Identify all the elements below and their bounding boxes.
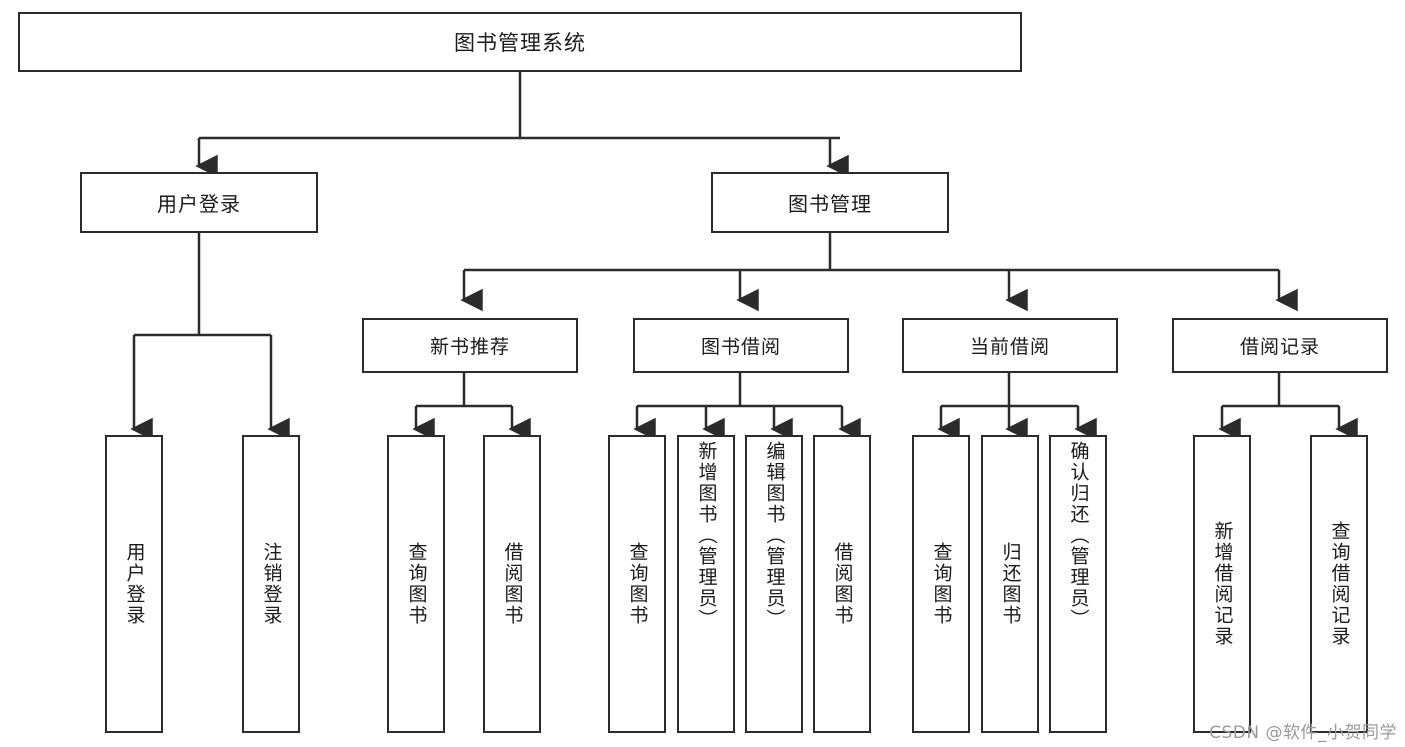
node-leaf-query-book-1-label: 查询图书 <box>405 542 428 626</box>
node-leaf-borrow-book-2-label: 借阅图书 <box>831 542 854 626</box>
leaf-text-wrap: 借阅图书 <box>831 437 854 731</box>
node-leaf-user-login[interactable]: 用户登录 <box>105 435 163 733</box>
node-leaf-query-book-3-label: 查询图书 <box>930 542 953 626</box>
csdn-watermark: CSDN @软件_小贺同学 <box>1209 723 1397 743</box>
node-user-login-label: 用户登录 <box>157 192 241 216</box>
node-leaf-confirm-return[interactable]: 确认归还（管理员） <box>1049 435 1107 733</box>
node-leaf-user-login-label: 用户登录 <box>123 542 146 626</box>
node-leaf-borrow-book-2[interactable]: 借阅图书 <box>813 435 871 733</box>
node-borrow-record-label: 借阅记录 <box>1239 336 1320 358</box>
node-leaf-add-borrow-record[interactable]: 新增借阅记录 <box>1193 435 1251 733</box>
leaf-text-wrap: 新增图书（管理员） <box>695 437 718 735</box>
node-leaf-query-borrow-record[interactable]: 查询借阅记录 <box>1310 435 1368 733</box>
node-leaf-confirm-return-label: 确认归还（管理员） <box>1067 441 1090 630</box>
node-book-borrow[interactable]: 图书借阅 <box>633 318 849 373</box>
node-leaf-add-book-label: 新增图书（管理员） <box>695 441 718 630</box>
leaf-text-wrap: 查询借阅记录 <box>1328 437 1351 731</box>
node-leaf-logout[interactable]: 注销登录 <box>242 435 300 733</box>
node-new-book-recommendation-label: 新书推荐 <box>429 336 510 358</box>
node-current-borrow[interactable]: 当前借阅 <box>902 318 1118 373</box>
node-borrow-record[interactable]: 借阅记录 <box>1172 318 1388 373</box>
node-root-book-management-system[interactable]: 图书管理系统 <box>18 12 1022 72</box>
node-leaf-return-book[interactable]: 归还图书 <box>981 435 1039 733</box>
node-leaf-add-book[interactable]: 新增图书（管理员） <box>677 435 735 733</box>
leaf-text-wrap: 查询图书 <box>405 437 428 731</box>
leaf-text-wrap: 归还图书 <box>999 437 1022 731</box>
node-root-label: 图书管理系统 <box>454 31 586 55</box>
node-user-login[interactable]: 用户登录 <box>80 172 318 233</box>
node-leaf-borrow-book-1-label: 借阅图书 <box>501 542 524 626</box>
node-book-manage-label: 图书管理 <box>788 192 872 216</box>
leaf-text-wrap: 查询图书 <box>930 437 953 731</box>
node-leaf-query-borrow-record-label: 查询借阅记录 <box>1328 521 1351 647</box>
leaf-text-wrap: 确认归还（管理员） <box>1067 437 1090 735</box>
node-leaf-query-book-2[interactable]: 查询图书 <box>608 435 666 733</box>
node-current-borrow-label: 当前借阅 <box>969 336 1050 358</box>
leaf-text-wrap: 借阅图书 <box>501 437 524 731</box>
node-leaf-query-book-3[interactable]: 查询图书 <box>912 435 970 733</box>
node-book-manage[interactable]: 图书管理 <box>711 172 949 233</box>
node-leaf-logout-label: 注销登录 <box>260 542 283 626</box>
node-leaf-borrow-book-1[interactable]: 借阅图书 <box>483 435 541 733</box>
node-leaf-edit-book-label: 编辑图书（管理员） <box>763 441 786 630</box>
node-leaf-query-book-1[interactable]: 查询图书 <box>387 435 445 733</box>
node-leaf-edit-book[interactable]: 编辑图书（管理员） <box>745 435 803 733</box>
node-leaf-add-borrow-record-label: 新增借阅记录 <box>1211 521 1234 647</box>
node-new-book-recommendation[interactable]: 新书推荐 <box>362 318 578 373</box>
leaf-text-wrap: 新增借阅记录 <box>1211 437 1234 731</box>
leaf-text-wrap: 查询图书 <box>626 437 649 731</box>
node-leaf-query-book-2-label: 查询图书 <box>626 542 649 626</box>
leaf-text-wrap: 注销登录 <box>260 437 283 731</box>
leaf-text-wrap: 编辑图书（管理员） <box>763 437 786 735</box>
node-book-borrow-label: 图书借阅 <box>700 336 781 358</box>
node-leaf-return-book-label: 归还图书 <box>999 542 1022 626</box>
leaf-text-wrap: 用户登录 <box>123 437 146 731</box>
